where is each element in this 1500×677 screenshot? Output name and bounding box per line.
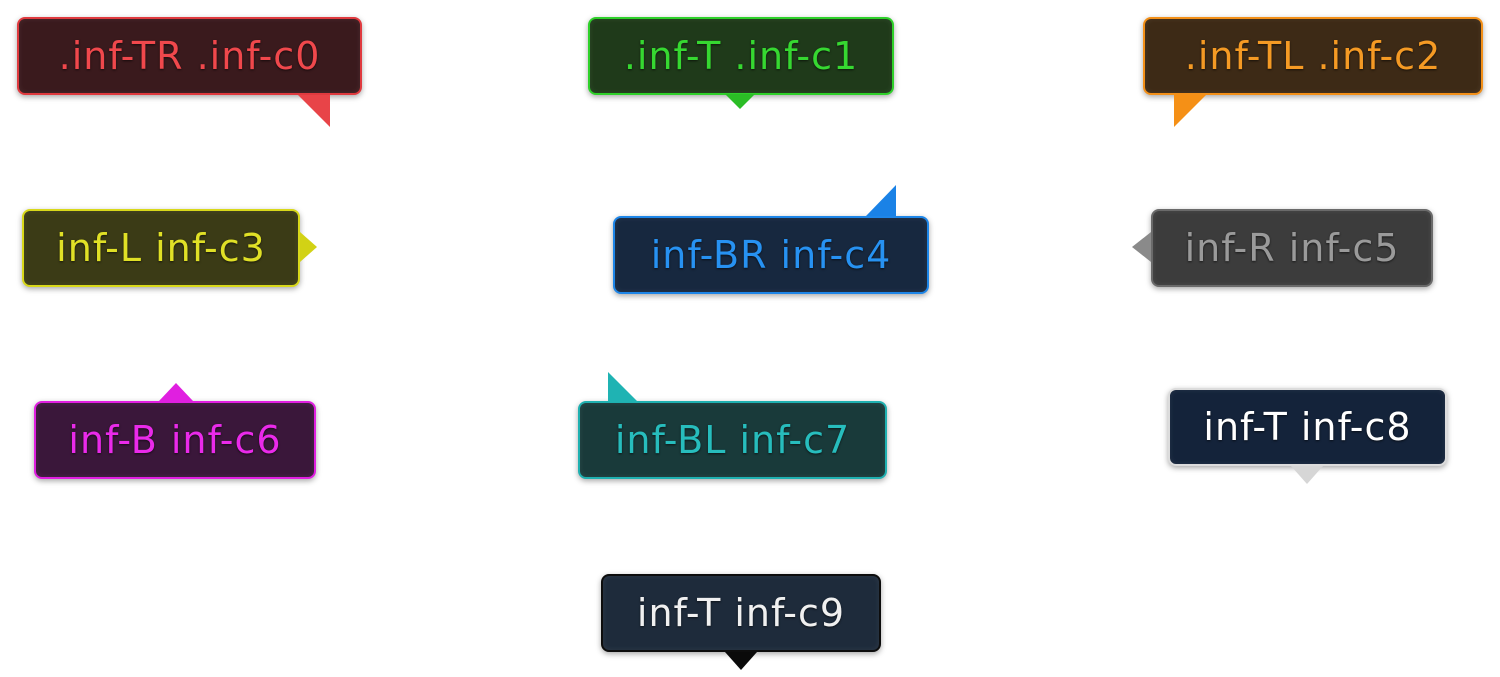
tooltip-b-c6: inf-B inf-c6 — [34, 401, 316, 479]
tooltip-arrow-top-left — [1174, 95, 1206, 127]
tooltip-label: .inf-T .inf-c1 — [623, 34, 859, 78]
tooltip-l-c3: inf-L inf-c3 — [22, 209, 300, 287]
tooltip-label: inf-R inf-c5 — [1184, 226, 1400, 270]
tooltip-label: .inf-TL .inf-c2 — [1184, 34, 1442, 78]
tooltip-arrow-bottom — [1291, 466, 1323, 484]
tooltip-label: inf-T inf-c9 — [636, 591, 846, 635]
tooltip-arrow-right — [300, 232, 317, 262]
tooltip-br-c4: inf-BR inf-c4 — [613, 216, 929, 294]
tooltip-label: inf-T inf-c8 — [1203, 405, 1412, 449]
tooltip-label: inf-BR inf-c4 — [650, 233, 892, 277]
tooltip-arrow-top — [159, 383, 193, 401]
tooltip-t-c8: inf-T inf-c8 — [1168, 388, 1447, 466]
tooltip-t-c1: .inf-T .inf-c1 — [588, 17, 894, 95]
tooltip-label: .inf-TR .inf-c0 — [58, 34, 321, 78]
tooltip-tl-c2: .inf-TL .inf-c2 — [1143, 17, 1483, 95]
tooltip-label: inf-L inf-c3 — [56, 226, 266, 270]
tooltip-label: inf-BL inf-c7 — [614, 418, 851, 462]
tooltip-label: inf-B inf-c6 — [68, 418, 282, 462]
tooltip-bl-c7: inf-BL inf-c7 — [578, 401, 887, 479]
tooltip-arrow-top-right — [298, 95, 330, 127]
tooltip-arrow-top-left — [608, 372, 638, 402]
tooltip-arrow-bottom — [725, 652, 757, 670]
tooltip-arrow-top-right — [866, 185, 896, 216]
tooltip-tr-c0: .inf-TR .inf-c0 — [17, 17, 362, 95]
tooltip-arrow-bottom — [725, 94, 755, 109]
tooltip-r-c5: inf-R inf-c5 — [1151, 209, 1433, 287]
tooltip-arrow-left — [1132, 232, 1151, 262]
tooltip-t-c9: inf-T inf-c9 — [601, 574, 881, 652]
